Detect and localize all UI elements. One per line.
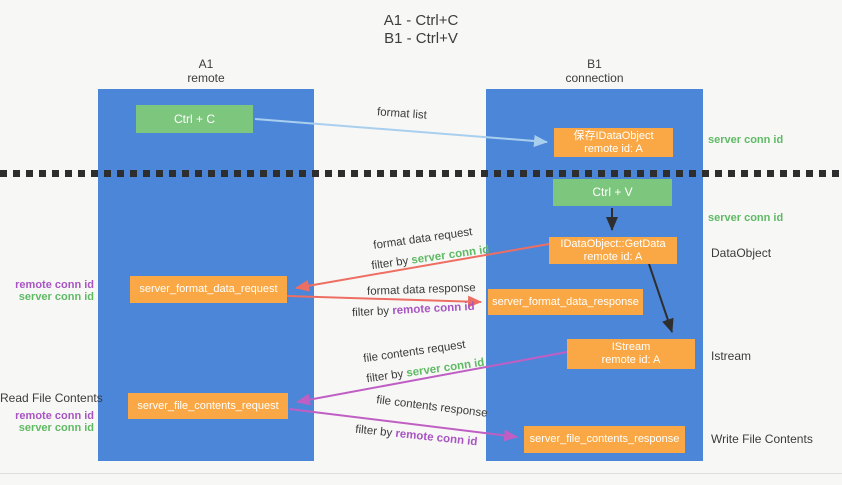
remote-conn-id-left-label-2: remote conn id — [15, 410, 94, 422]
column-b1-role: connection — [565, 71, 624, 85]
filter-by-text: filter by — [365, 367, 408, 386]
read-file-contents-label: Read File Contents — [0, 391, 103, 405]
server-file-contents-response-box: server_file_contents_response — [524, 426, 685, 453]
save-idataobject-line2: remote id: A — [584, 142, 643, 155]
format-data-response-filter-label: filter by remote conn id — [352, 301, 475, 319]
bottom-divider-line — [0, 473, 842, 474]
server-conn-id-left-label-2: server conn id — [18, 422, 94, 434]
server-conn-id-right-label-2: server conn id — [708, 212, 784, 224]
remote-conn-id-left-label-1: remote conn id — [15, 279, 94, 291]
ctrl-c-box: Ctrl + C — [136, 105, 253, 133]
save-idataobject-line1: 保存IDataObject — [573, 129, 654, 142]
getdata-line2: remote id: A — [583, 250, 643, 263]
idataobject-getdata-box: IDataObject::GetData remote id: A — [549, 237, 677, 264]
server-format-data-request-box: server_format_data_request — [130, 276, 287, 303]
column-a1-name: A1 — [198, 57, 214, 71]
server-format-data-response-box: server_format_data_response — [488, 289, 643, 315]
getdata-line1: IDataObject::GetData — [560, 237, 666, 250]
format-data-response-label: format data response — [366, 282, 476, 298]
server-file-contents-request-box: server_file_contents_request — [128, 393, 288, 419]
title-line-b1: B1 - Ctrl+V — [384, 30, 458, 47]
server-format-data-request-label: server_format_data_request — [139, 283, 278, 295]
ctrl-c-label: Ctrl + C — [173, 111, 215, 126]
server-conn-id-left-label-1: server conn id — [18, 291, 94, 303]
server-file-contents-request-label: server_file_contents_request — [137, 399, 279, 412]
remote-conn-id-text: remote conn id — [391, 300, 475, 318]
title-line-a1: A1 - Ctrl+C — [383, 12, 459, 29]
format-list-label: format list — [376, 106, 428, 122]
save-idataobject-box: 保存IDataObject remote id: A — [554, 128, 673, 157]
istream-line2: remote id: A — [601, 354, 661, 366]
left-conn-id-group-1: remote conn id server conn id — [0, 279, 94, 303]
column-header-a1-remote: A1 remote — [98, 57, 314, 85]
filter-by-text: filter by — [351, 305, 393, 320]
file-contents-response-label: file contents response — [375, 394, 489, 420]
column-b1-name: B1 — [587, 57, 602, 71]
column-a1-role: remote — [187, 71, 225, 85]
istream-side-label: Istream — [711, 349, 752, 363]
left-conn-id-group-2: remote conn id server conn id — [0, 410, 94, 434]
filter-by-text: filter by — [370, 254, 413, 273]
ctrl-v-label: Ctrl + V — [592, 185, 633, 199]
dataobject-label: DataObject — [711, 246, 772, 260]
server-file-contents-response-label: server_file_contents_response — [529, 433, 680, 445]
server-format-data-response-label: server_format_data_response — [492, 295, 639, 308]
session-divider-dotted-line — [0, 170, 842, 177]
ctrl-v-box: Ctrl + V — [553, 179, 672, 206]
istream-box: IStream remote id: A — [567, 339, 695, 369]
file-contents-response-filter-label: filter by remote conn id — [355, 424, 478, 449]
filter-by-text: filter by — [354, 423, 397, 440]
istream-line1: IStream — [611, 341, 651, 353]
diagram-title: A1 - Ctrl+C B1 - Ctrl+V — [0, 12, 842, 48]
remote-conn-id-text: remote conn id — [394, 427, 478, 449]
server-conn-id-text: server conn id — [405, 356, 486, 380]
write-file-contents-label: Write File Contents — [711, 432, 813, 446]
server-conn-id-right-label-1: server conn id — [708, 134, 784, 146]
read-file-contents-group: Read File Contents — [0, 391, 103, 405]
server-conn-id-text: server conn id — [410, 243, 491, 267]
column-header-b1-connection: B1 connection — [486, 57, 703, 85]
